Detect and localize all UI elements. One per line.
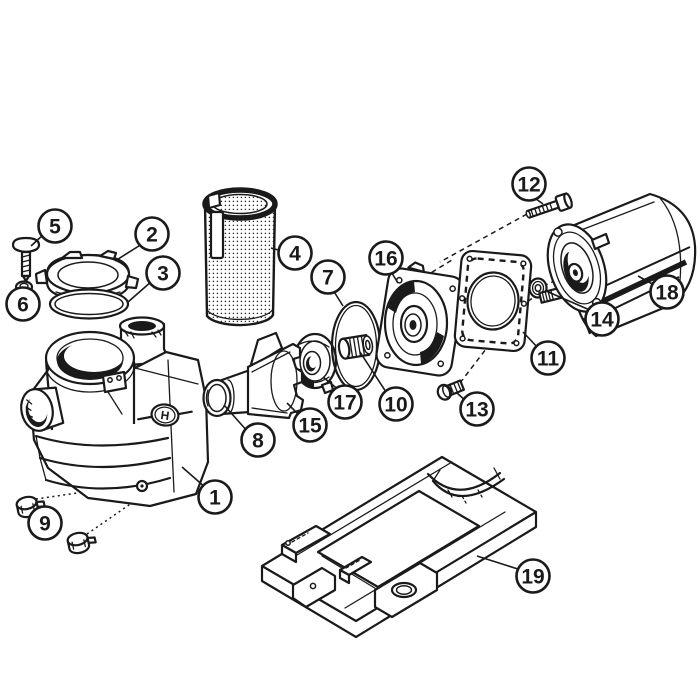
strainer-basket [202,187,278,327]
callout-number: 16 [374,248,397,271]
callout-number: 19 [521,566,544,589]
callout-number: 5 [49,216,61,239]
housing-gasket [453,249,533,353]
alignment-dotted-line [86,488,153,535]
callout-circle [515,558,551,594]
callout-number: 1 [209,487,221,510]
callout-circle [310,259,346,295]
callout-number: 9 [39,513,51,536]
callout-number: 15 [298,415,322,438]
callout-seal-plate: 16 [368,240,404,276]
callout-number: 8 [252,430,264,453]
callout-shaft-washer: 14 [584,301,620,337]
alignment-dotted-line [35,483,140,500]
callout-circle [5,286,41,322]
callout-number: 13 [465,399,488,422]
callout-mounting-screw: 13 [459,391,495,427]
alignment-dash-line [439,213,528,263]
leader-line-pump-housing [181,466,207,489]
callout-circle [27,505,63,541]
callout-number: 12 [517,174,540,197]
alignment-dash-line [459,348,487,384]
callout-seal-ring: 7 [310,259,346,295]
mounting-base [260,455,538,639]
callout-circle [584,301,620,337]
callout-number: 4 [289,243,301,266]
impeller [292,332,338,395]
callout-circle [378,386,414,422]
leader-line-cover-o-ring [127,280,153,303]
callout-circle [277,235,313,271]
callout-knob-nut: 6 [5,286,41,322]
leader-line-clamp-ring [114,243,143,262]
callout-circle [37,208,73,244]
callout-circle [530,340,566,376]
alignment-dash-line [423,259,453,278]
callout-number: 18 [655,282,679,305]
callout-circle [327,384,363,420]
callout-circle [511,166,547,202]
callout-drain-plugs: 9 [27,505,63,541]
callout-motor-bolt: 12 [511,166,547,202]
drain-knob [11,236,41,283]
callout-circle [197,479,233,515]
callout-diffuser-o-ring: 8 [240,422,276,458]
callout-impeller: 17 [327,384,363,420]
mounting-screw [436,379,466,401]
callout-circle [459,391,495,427]
callout-circle [240,422,276,458]
diffuser-o-ring [202,378,232,418]
callout-number: 6 [17,294,29,317]
callout-number: 3 [157,263,169,286]
leader-line-diffuser-o-ring [223,404,249,433]
shaft-washer [528,277,548,299]
callout-motor: 18 [649,274,685,310]
seal-plate [375,261,465,377]
callout-number: 14 [590,309,614,332]
callout-number: 10 [384,394,407,417]
cover-o-ring [48,288,130,320]
leader-line-mounting-base [476,555,522,571]
callout-circle [368,240,404,276]
callout-circle [649,274,685,310]
shaft-seal [337,333,374,360]
callout-circle [145,255,181,291]
callout-number: 2 [146,224,158,247]
motor-bolt [525,192,573,219]
diffuser [202,331,305,420]
leader-line-shaft-seal [359,351,389,396]
callout-drain-knob: 5 [37,208,73,244]
callout-cover-o-ring: 3 [145,255,181,291]
callout-mounting-base: 19 [515,558,551,594]
callout-pump-housing: 1 [197,479,233,515]
callout-number: 7 [322,267,334,290]
leader-line-shaft-washer [545,290,593,312]
callout-housing-gasket: 11 [530,340,566,376]
callout-circle [292,407,328,443]
callout-shaft-seal: 10 [378,386,414,422]
callout-number: 11 [537,348,560,371]
brand-logo: H [137,403,193,427]
svg-text:H: H [160,408,171,423]
callout-circle [134,216,170,252]
pump-housing: H [20,316,210,508]
callout-clamp-ring: 2 [134,216,170,252]
callout-diffuser: 15 [292,407,328,443]
callout-number: 17 [333,392,356,415]
callout-strainer-basket: 4 [277,235,313,271]
